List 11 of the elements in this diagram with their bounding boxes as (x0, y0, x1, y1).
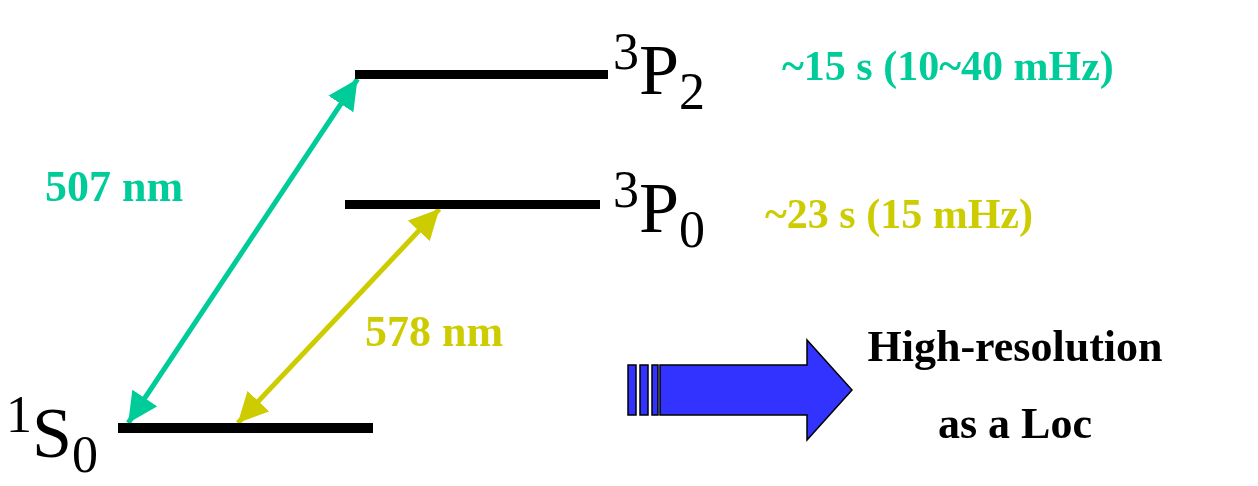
double-arrow (236, 207, 442, 425)
level-label: $^{1}$S$_{0}$ (6, 389, 99, 482)
lifetime-label: ~15 s (10~40 mHz) (782, 45, 1114, 87)
level-label: $^{3}$P$_{0}$ (613, 164, 706, 257)
double-arrow (126, 77, 360, 425)
level-label: $^{3}$P$_{2}$ (613, 26, 706, 119)
wavelength-label: 578 nm (365, 310, 504, 354)
conclusion-text: High-resolution as a Loc (850, 308, 1180, 462)
lifetime-label: ~23 s (15 mHz) (765, 193, 1033, 235)
wavelength-label: 507 nm (45, 165, 184, 209)
block-arrow (627, 338, 853, 442)
